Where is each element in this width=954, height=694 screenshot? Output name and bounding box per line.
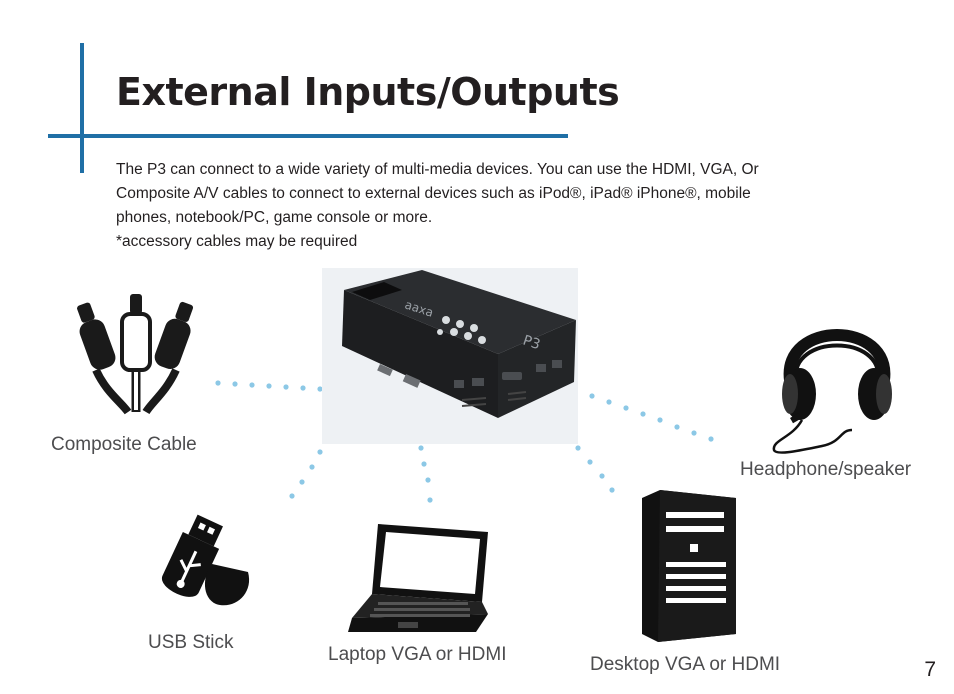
usb-stick-label: USB Stick bbox=[148, 632, 234, 653]
usb-stick-icon bbox=[162, 514, 250, 606]
desktop-tower-icon bbox=[642, 490, 736, 642]
intro-line-2: Composite A/V cables to connect to exter… bbox=[116, 185, 751, 202]
intro-note: *accessory cables may be required bbox=[116, 233, 358, 250]
composite-cable-label: Composite Cable bbox=[51, 434, 197, 455]
desktop-label: Desktop VGA or HDMI bbox=[590, 654, 781, 675]
header-horizontal-rule bbox=[48, 134, 568, 138]
laptop-icon bbox=[348, 524, 488, 632]
page-title: External Inputs/Outputs bbox=[116, 70, 620, 114]
header-vertical-rule bbox=[80, 43, 84, 173]
composite-cable-icon bbox=[77, 294, 194, 415]
intro-line-1: The P3 can connect to a wide variety of … bbox=[116, 161, 759, 178]
laptop-label: Laptop VGA or HDMI bbox=[328, 644, 507, 665]
headphone-icon bbox=[772, 329, 892, 454]
intro-text: The P3 can connect to a wide variety of … bbox=[116, 158, 876, 254]
headphone-label: Headphone/speaker bbox=[740, 459, 912, 480]
projector-image: aaxa P3 bbox=[322, 268, 578, 444]
intro-line-3: phones, notebook/PC, game console or mor… bbox=[116, 209, 433, 226]
projector-model: P3 bbox=[521, 333, 542, 354]
page-number: 7 bbox=[924, 658, 936, 681]
